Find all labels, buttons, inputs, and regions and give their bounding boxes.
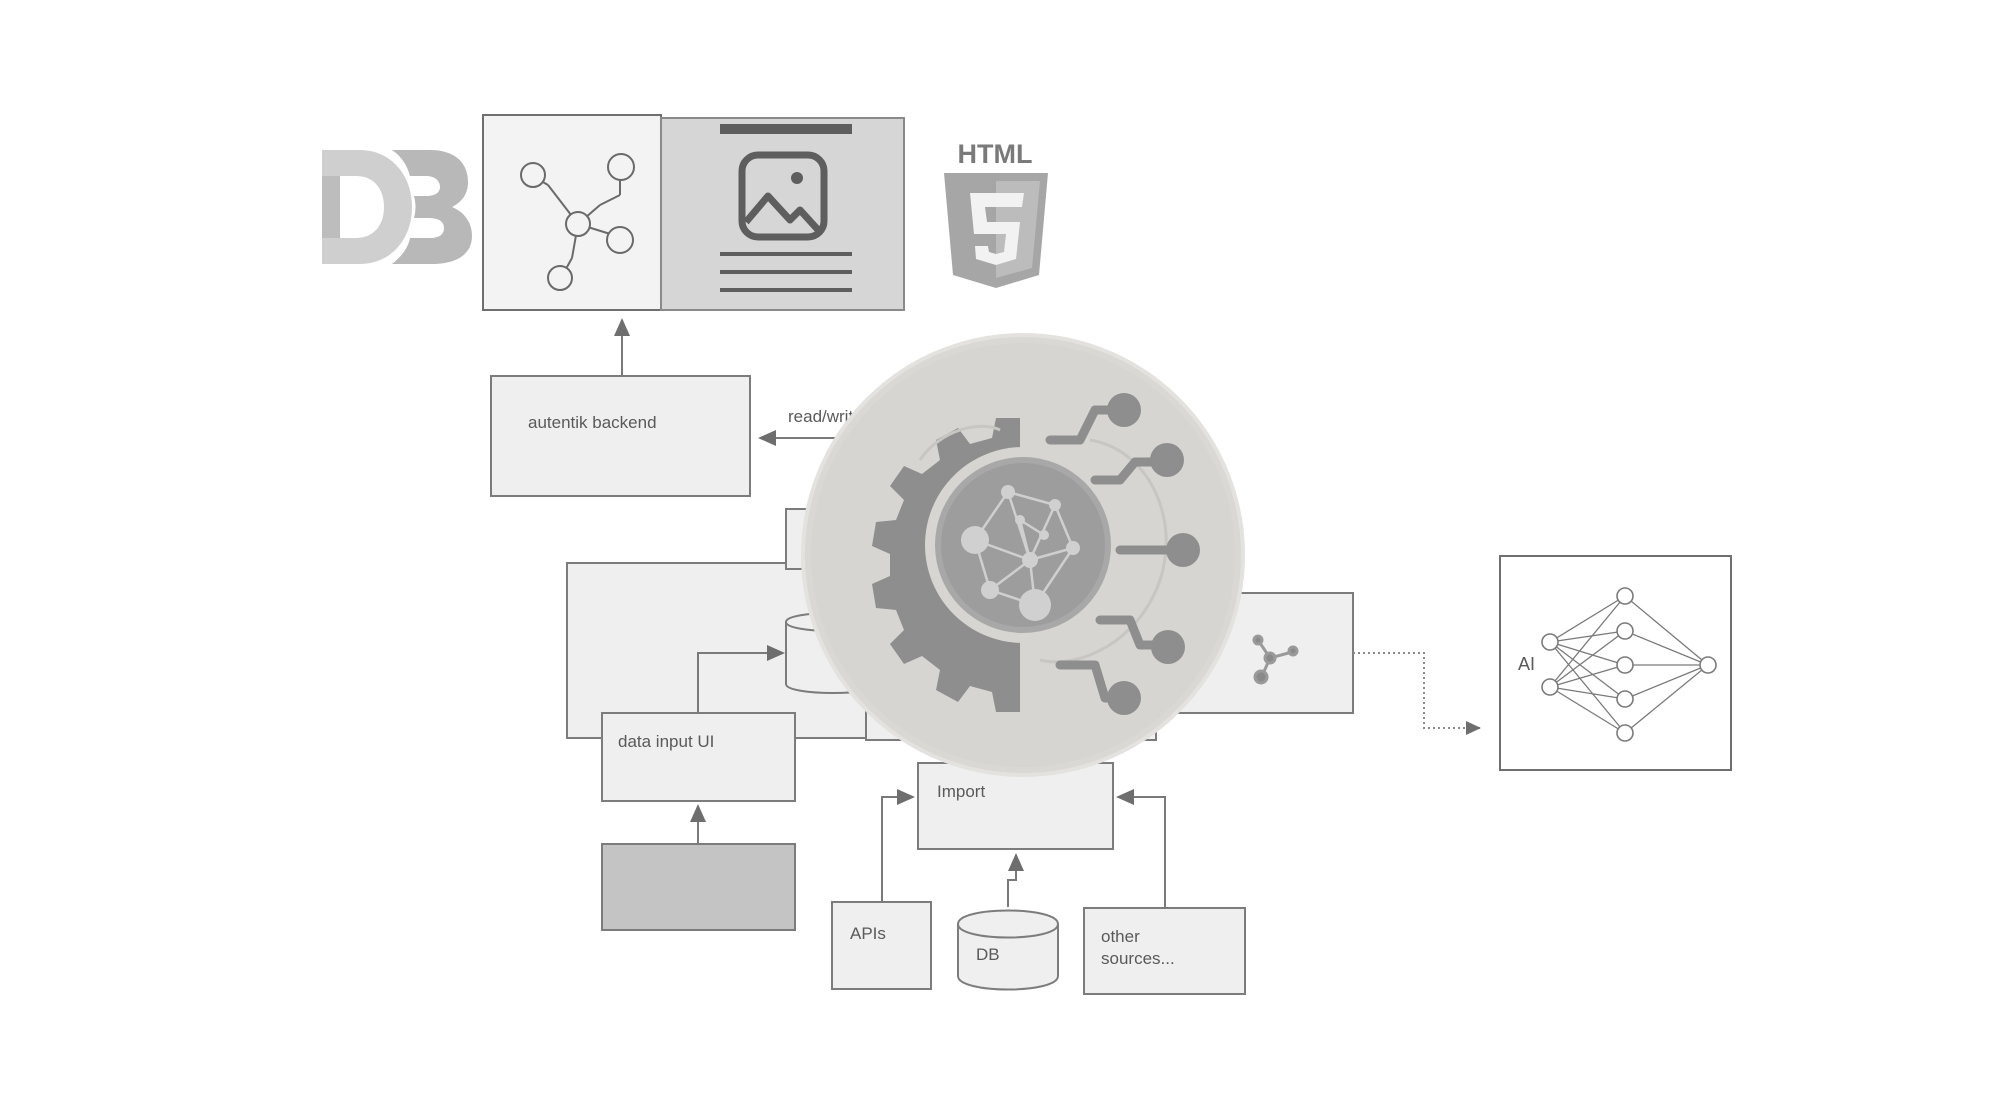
db-label: DB <box>976 945 1000 964</box>
read-write-label: read/writ <box>788 407 853 426</box>
ai-label: AI <box>1518 654 1535 674</box>
apis-to-import-arrow <box>881 789 915 902</box>
visualization-panel <box>482 114 905 311</box>
small-graph-icon <box>1252 634 1299 685</box>
apis-box: APIs <box>831 901 932 990</box>
other-sources-label-line2: sources... <box>1101 949 1175 968</box>
other-sources-to-import-arrow <box>1116 789 1166 908</box>
image-document-icon <box>720 124 852 292</box>
import-box: Import <box>917 762 1114 850</box>
svg-text:HTML: HTML <box>958 139 1033 169</box>
data-input-ui-box: data input UI <box>601 712 796 802</box>
data-input-to-core-arrow <box>697 645 785 713</box>
neural-network-icon <box>1541 587 1717 742</box>
autentik-backend-box: autentik backend <box>490 375 751 497</box>
db-cylinder: DB <box>957 909 1059 991</box>
backend-label: autentik backend <box>528 413 657 432</box>
ontology-to-ai-arrow <box>1353 652 1481 735</box>
other-sources-label-line1: other <box>1101 927 1140 946</box>
ai-box: AI <box>1499 555 1732 771</box>
db-to-import-arrow <box>1007 853 1024 907</box>
input-source-box <box>601 843 796 931</box>
graph-network-icon <box>520 153 635 291</box>
data-input-ui-label: data input UI <box>618 732 714 751</box>
gear-ai-circuit-emblem <box>801 333 1245 777</box>
apis-label: APIs <box>850 924 886 943</box>
html5-logo: HTML <box>944 139 1048 288</box>
d3-logo <box>322 150 472 264</box>
import-label: Import <box>937 782 985 801</box>
other-sources-box: other sources... <box>1083 907 1246 995</box>
